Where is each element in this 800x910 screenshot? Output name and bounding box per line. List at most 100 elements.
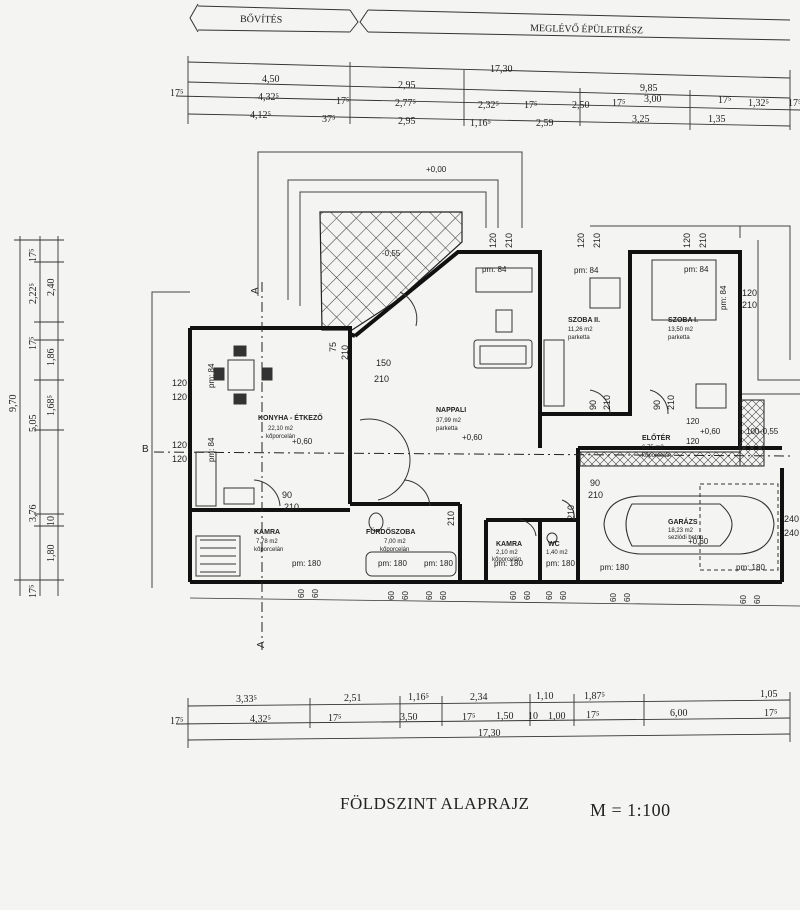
drawing-scale: M = 1:100 xyxy=(590,800,671,820)
level-outside: -0,55 xyxy=(760,427,779,436)
top-dim-2: 2,95 xyxy=(398,80,416,91)
pm180-garage-1: pm: 180 xyxy=(600,563,629,572)
door-210-t3: 210 xyxy=(698,233,708,248)
door-90-room1: 90 xyxy=(652,400,662,410)
bottom-dim-r2-9: 6,00 xyxy=(670,708,688,719)
pantry-stairs xyxy=(195,535,241,577)
door-210-t2: 210 xyxy=(592,233,602,248)
top-total-dim: 17,30 xyxy=(490,64,513,75)
bottom-dim-r2-1: 4,32⁵ xyxy=(250,714,271,725)
door-120-l4: 120 xyxy=(172,454,187,464)
room-kitchen-area: 22,10 m2 xyxy=(268,426,294,432)
bottom-dim-r1-0: 3,33⁵ xyxy=(236,694,257,705)
top-dim-r2-11: 17⁵ xyxy=(788,98,800,109)
pantry2-floor: kőporcelán xyxy=(492,557,521,563)
pm180-garage-2: pm: 180 xyxy=(736,563,765,572)
pantry-area: 7,78 m2 xyxy=(256,539,278,545)
bottom-60-3: 60 xyxy=(387,591,396,600)
door-120-l1: 120 xyxy=(172,378,187,388)
door-swings xyxy=(253,291,669,537)
bottom-dim-r1-3: 2,34 xyxy=(470,692,488,703)
level-living: +0,60 xyxy=(462,433,483,442)
level-zero: +0,00 xyxy=(426,165,447,174)
bottom-dim-r2-0: 17⁵ xyxy=(170,716,184,727)
bottom-dim-r1-1: 2,51 xyxy=(344,693,362,704)
wc-area: 1,40 m2 xyxy=(546,550,568,556)
left-dim-b1: 1,86 xyxy=(46,349,57,367)
door-90-room2: 90 xyxy=(588,400,598,410)
top-dim-r2-5: 17⁵ xyxy=(524,100,538,111)
left-dim-b0: 2,40 xyxy=(46,279,57,297)
door-210-r: 210 xyxy=(742,300,757,310)
pm84-room1-side: pm: 84 xyxy=(719,285,728,310)
door-150: 150 xyxy=(376,358,391,368)
wc-name: WC xyxy=(548,541,560,548)
room1-floor: parketta xyxy=(668,335,690,341)
bottom-dim-r2-8: 17⁵ xyxy=(586,710,600,721)
pm180-bath-1: pm: 180 xyxy=(378,559,407,568)
room1-area: 13,50 m2 xyxy=(668,327,694,333)
left-dim-a2: 17⁵ xyxy=(28,337,39,351)
top-dim-r2-6: 2,50 xyxy=(572,100,590,111)
drawing-title-block: FÖLDSZINT ALAPRAJZ M = 1:100 xyxy=(340,794,670,820)
garage-area: 18,23 m2 xyxy=(668,528,694,534)
door-210-garage: 210 xyxy=(588,490,603,500)
top-dimension-ticks xyxy=(187,56,791,130)
pm84-kitchen: pm: 84 xyxy=(207,363,216,388)
top-dim-r3-6: 1,35 xyxy=(708,114,726,125)
door-120-r: 120 xyxy=(742,288,757,298)
top-dim-r2-2: 17⁵ xyxy=(336,96,350,107)
left-total-dim: 9,70 xyxy=(8,395,19,413)
pantry2-area: 2,10 m2 xyxy=(496,550,518,556)
bath-name: FÜRDŐSZOBA xyxy=(366,527,415,536)
garage-car xyxy=(603,495,775,555)
top-dim-1: 4,50 xyxy=(262,74,280,85)
top-dim-r3-5: 3,25 xyxy=(632,114,650,125)
top-dim-r3-0: 4,12⁵ xyxy=(250,110,271,121)
top-dim-3: 9,85 xyxy=(640,83,658,94)
door-90-kitchen: 90 xyxy=(282,490,292,500)
bottom-60-11: 60 xyxy=(609,593,618,602)
left-dim-a4: 3,76 xyxy=(28,505,39,523)
pm180-pantry: pm: 180 xyxy=(292,559,321,568)
left-dimension-ticks xyxy=(14,239,64,581)
door-120-l2: 120 xyxy=(172,392,187,402)
room1-name: SZOBA I. xyxy=(668,317,698,324)
room-living-floor: parketta xyxy=(436,426,458,432)
bottom-dimension-ticks xyxy=(187,692,791,748)
bedroom-furniture xyxy=(543,259,727,409)
bottom-dim-r2-7: 1,00 xyxy=(548,711,566,722)
left-dim-b2: 1,68⁵ xyxy=(46,395,57,416)
door-120-hall-1: 120 xyxy=(686,417,700,426)
room2-area: 11,26 m2 xyxy=(568,327,593,333)
pm84-room2: pm: 84 xyxy=(574,266,599,275)
bottom-60-1: 60 xyxy=(297,589,306,598)
left-dim-b3: 10 xyxy=(46,516,57,526)
left-dim-a3: 5,05 xyxy=(28,415,39,433)
pm84-living: pm: 84 xyxy=(482,265,507,274)
room-kitchen-floor: kőporcelán xyxy=(266,434,295,440)
bottom-60-12: 60 xyxy=(623,593,632,602)
kitchen-counter xyxy=(195,451,255,507)
pm180-wc: pm: 180 xyxy=(546,559,575,568)
top-dim-r2-8: 3,00 xyxy=(644,94,662,105)
site-outlines xyxy=(151,151,800,588)
bottom-60-5: 60 xyxy=(425,591,434,600)
section-mark-a-bottom: A xyxy=(256,641,267,648)
hall-area: 6,75 m2 xyxy=(642,445,664,451)
bottom-60-8: 60 xyxy=(523,591,532,600)
bottom-60-6: 60 xyxy=(439,591,448,600)
bottom-60-7: 60 xyxy=(509,591,518,600)
bottom-dim-r2-2: 17⁵ xyxy=(328,713,342,724)
top-dim-r3-3: 1,16⁵ xyxy=(470,118,491,129)
level-garage: +0,60 xyxy=(688,537,709,546)
terrace-tiles xyxy=(319,211,463,331)
bottom-60-9: 60 xyxy=(545,591,554,600)
bathroom-fixtures xyxy=(365,512,558,577)
pm84-room1: pm: 84 xyxy=(684,265,709,274)
top-dim-r3-2: 2,95 xyxy=(398,116,416,127)
door-210-wc: 210 xyxy=(566,505,576,520)
top-dim-r2-7: 17⁵ xyxy=(612,98,626,109)
bottom-60-4: 60 xyxy=(401,591,410,600)
right-tile-band xyxy=(739,399,765,467)
